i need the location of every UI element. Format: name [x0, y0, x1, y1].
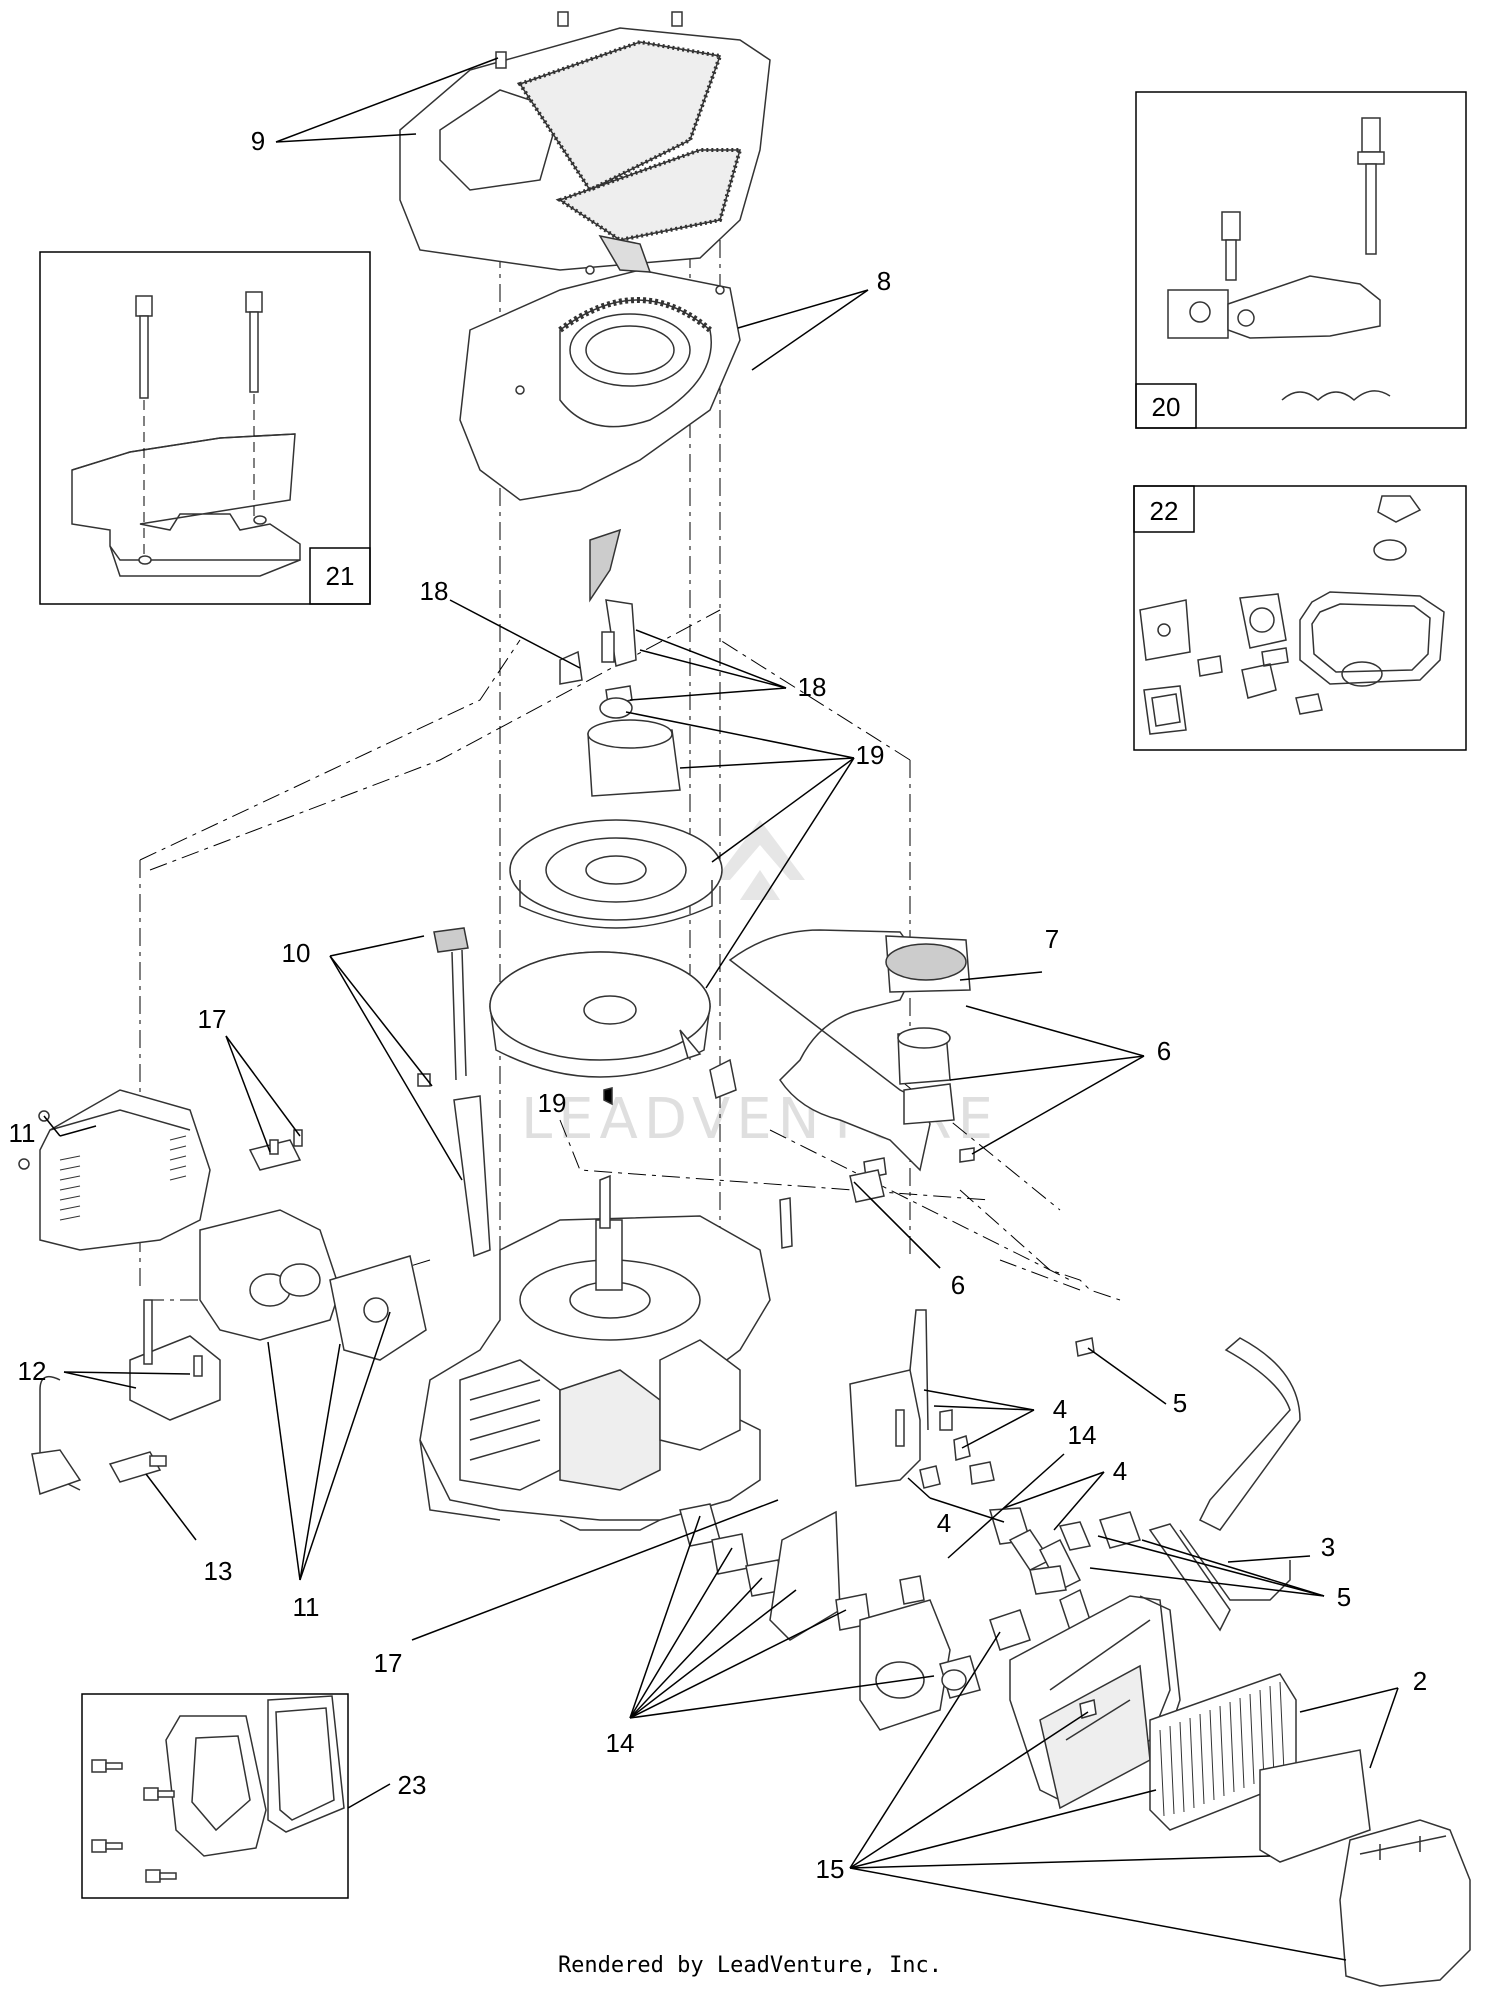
- callout-10: 10: [282, 938, 311, 968]
- inset-box-21: 21: [39, 251, 371, 605]
- part-14-17-carb: [679, 1503, 1082, 1731]
- part-19-flywheel-assy: [489, 697, 723, 1106]
- part-6-7-oil-fill: [709, 929, 975, 1203]
- heat-shield-parts: [71, 291, 301, 577]
- callout-4-middle: 4: [937, 1508, 951, 1538]
- leadventure-logo-icon: [715, 820, 805, 900]
- callout-17-lower: 17: [374, 1648, 403, 1678]
- callout-labels: 9 8 18 18 19 19 10 7 6 6 11 11 17 17 12 …: [9, 126, 1428, 1884]
- callout-3: 3: [1321, 1532, 1335, 1562]
- callout-18-lower: 18: [798, 672, 827, 702]
- part-12-13-ignition: [31, 1299, 221, 1495]
- callout-18-upper: 18: [420, 576, 449, 606]
- callout-17-upper: 17: [198, 1004, 227, 1034]
- leader-lines: [43, 57, 1399, 1961]
- callout-23: 23: [398, 1770, 427, 1800]
- callout-12: 12: [18, 1356, 47, 1386]
- callout-5-upper: 5: [1173, 1388, 1187, 1418]
- gasket-kit-parts: [1139, 495, 1445, 735]
- part-10-dipstick: [417, 927, 491, 1258]
- part-18-handle: [559, 528, 637, 705]
- callout-4-upper: 4: [1053, 1394, 1067, 1424]
- part-2-15-air-cleaner: [1009, 1595, 1471, 1987]
- inset-box-22: 22: [1133, 485, 1467, 751]
- part-11-muffler: [18, 1089, 427, 1361]
- part-9-shroud: [399, 11, 771, 271]
- callout-6-lower: 6: [951, 1270, 965, 1300]
- callout-8: 8: [877, 266, 891, 296]
- callout-21: 21: [326, 561, 355, 591]
- callout-5-lower: 5: [1337, 1582, 1351, 1612]
- callout-2: 2: [1413, 1666, 1427, 1696]
- callout-9: 9: [251, 126, 265, 156]
- callout-11-upper: 11: [9, 1118, 36, 1148]
- callout-11-lower: 11: [293, 1592, 320, 1622]
- callout-22: 22: [1150, 496, 1179, 526]
- part-4-bracket: [849, 1309, 1031, 1545]
- callout-7: 7: [1045, 924, 1059, 954]
- render-credit: Rendered by LeadVenture, Inc.: [557, 1953, 943, 1978]
- valve-cover-parts: [91, 1695, 345, 1883]
- callout-19-lower: 19: [538, 1088, 567, 1118]
- callout-14-lower: 14: [606, 1728, 635, 1758]
- governor-parts: [1167, 117, 1391, 402]
- callout-14-upper: 14: [1068, 1420, 1097, 1450]
- callout-20: 20: [1152, 392, 1181, 422]
- engine-block: [419, 1174, 793, 1531]
- part-8-starter-housing: [459, 234, 741, 501]
- callout-13: 13: [204, 1556, 233, 1586]
- inset-box-20: 20: [1135, 91, 1467, 429]
- callout-15: 15: [816, 1854, 845, 1884]
- callout-4-right: 4: [1113, 1456, 1127, 1486]
- inset-box-23: 23: [81, 1693, 427, 1899]
- callout-6-upper: 6: [1157, 1036, 1171, 1066]
- callout-19-upper: 19: [856, 740, 885, 770]
